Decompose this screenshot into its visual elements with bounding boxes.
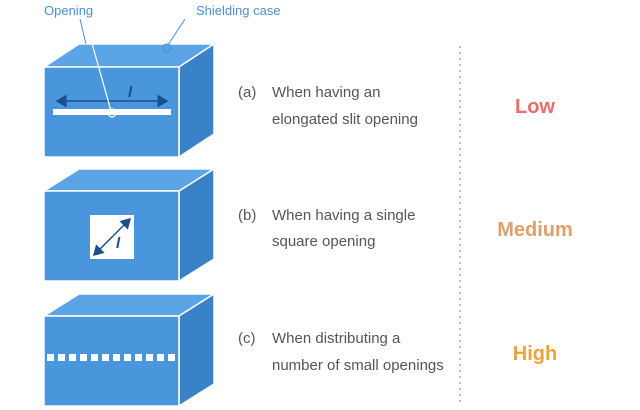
caption-b-marker: (b) [238,207,256,224]
opening-callout-line [85,21,112,112]
level-high: High [513,343,557,365]
opening-callout-label: Opening [44,3,93,18]
square-diagonal-arrow [92,217,132,257]
small-opening [124,354,131,361]
slit-length-label: l [128,84,133,101]
opening-callout-dot [107,108,117,118]
box-c [41,292,217,408]
small-opening [168,354,175,361]
box-c-front [43,315,180,407]
caption-a-marker: (a) [238,84,256,101]
case-callout-dot [162,43,172,53]
small-opening [102,354,109,361]
caption-b-line1: When having a single [272,207,415,224]
caption-b-line2: square opening [272,233,375,250]
box-a: l [41,42,217,159]
caption-a: (a) When having an elongated slit openin… [238,84,418,128]
caption-c-marker: (c) [238,330,256,347]
small-openings [47,354,175,361]
case-callout-label: Shielding case [196,3,281,18]
caption-c-line1: When distributing a [272,330,401,347]
small-opening [113,354,120,361]
small-opening [157,354,164,361]
slit-opening [53,109,171,115]
small-opening [47,354,54,361]
small-opening [69,354,76,361]
small-opening [135,354,142,361]
small-opening [58,354,65,361]
caption-c: (c) When distributing a number of small … [238,330,444,374]
level-medium: Medium [497,219,573,241]
caption-a-line2: elongated slit opening [272,111,418,128]
caption-b: (b) When having a single square opening [238,207,415,250]
small-opening [91,354,98,361]
square-diagonal-label: l [116,235,121,252]
case-callout-line [167,18,186,46]
small-opening [80,354,87,361]
caption-c-line2: number of small openings [272,357,444,374]
level-low: Low [515,96,555,118]
box-b: l [41,167,217,283]
small-opening [146,354,153,361]
opening-callout-line-upper [79,18,87,45]
caption-a-line1: When having an [272,84,380,101]
